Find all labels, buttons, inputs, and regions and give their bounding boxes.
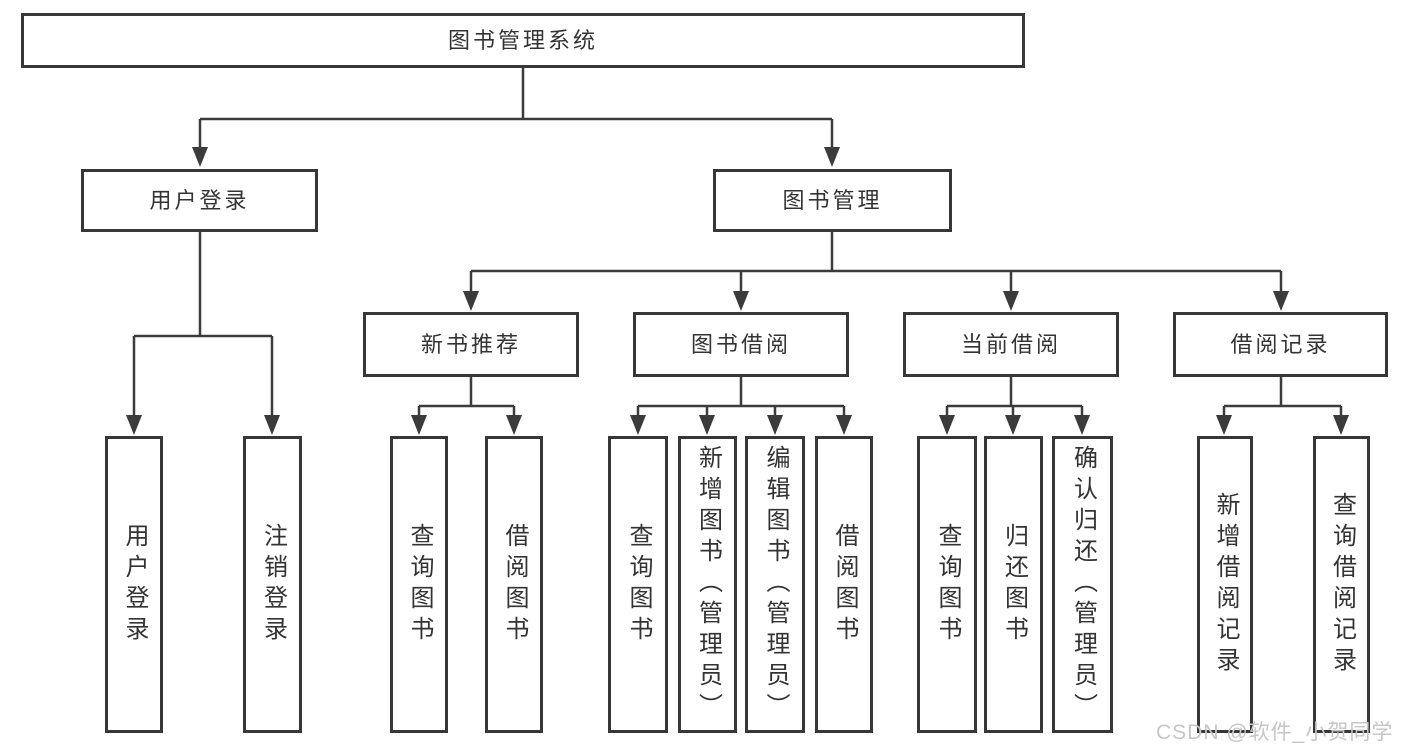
node-label: 查询图书 [625,522,652,647]
node-label: 编辑图书（管理员） [762,445,789,724]
node-label: 查询借阅记录 [1328,491,1356,678]
node-book-borrowing: 图书借阅 [633,312,849,377]
leaf-logout: 注销登录 [243,436,302,733]
leaf-add-borrow-record: 新增借阅记录 [1197,436,1253,733]
leaf-borrow-books-borrowing: 借阅图书 [815,436,873,733]
node-book-management: 图书管理 [713,169,952,232]
node-label: 确认归还（管理员） [1069,445,1097,724]
node-label: 归还图书 [1000,522,1028,647]
leaf-confirm-return-admin: 确认归还（管理员） [1052,436,1113,733]
node-label: 新增图书（管理员） [694,445,722,724]
leaf-user-login: 用户登录 [105,436,163,733]
node-label: 图书借阅 [690,331,791,357]
node-label: 查询图书 [406,522,433,647]
leaf-borrow-books-recommend: 借阅图书 [485,436,543,733]
leaf-query-books-borrowing: 查询图书 [608,436,668,733]
leaf-add-book-admin: 新增图书（管理员） [678,436,737,733]
node-label: 注销登录 [259,522,287,647]
node-label: 借阅图书 [501,522,528,647]
node-borrow-records: 借阅记录 [1173,312,1388,377]
leaf-query-books-recommend: 查询图书 [390,436,448,733]
node-label: 用户登录 [149,187,250,213]
node-label: 用户登录 [121,522,148,647]
node-label: 新书推荐 [420,331,521,357]
node-label: 新增借阅记录 [1212,491,1239,678]
node-new-book-recommend: 新书推荐 [363,312,579,377]
node-label: 当前借阅 [960,331,1061,357]
leaf-return-book: 归还图书 [984,436,1043,733]
csdn-watermark: CSDN @软件_小贺同学 [1156,721,1394,744]
node-label: 借阅记录 [1230,331,1331,357]
leaf-query-borrow-record: 查询借阅记录 [1313,436,1370,733]
node-label: 查询图书 [934,522,961,647]
node-label: 借阅图书 [831,522,858,647]
node-user-login: 用户登录 [81,169,318,232]
node-label: 图书管理系统 [447,27,598,53]
node-label: 图书管理 [782,187,883,213]
leaf-query-books-current: 查询图书 [917,436,977,733]
node-library-management-system: 图书管理系统 [21,13,1025,68]
node-current-borrowing: 当前借阅 [903,312,1119,377]
leaf-edit-book-admin: 编辑图书（管理员） [745,436,805,733]
